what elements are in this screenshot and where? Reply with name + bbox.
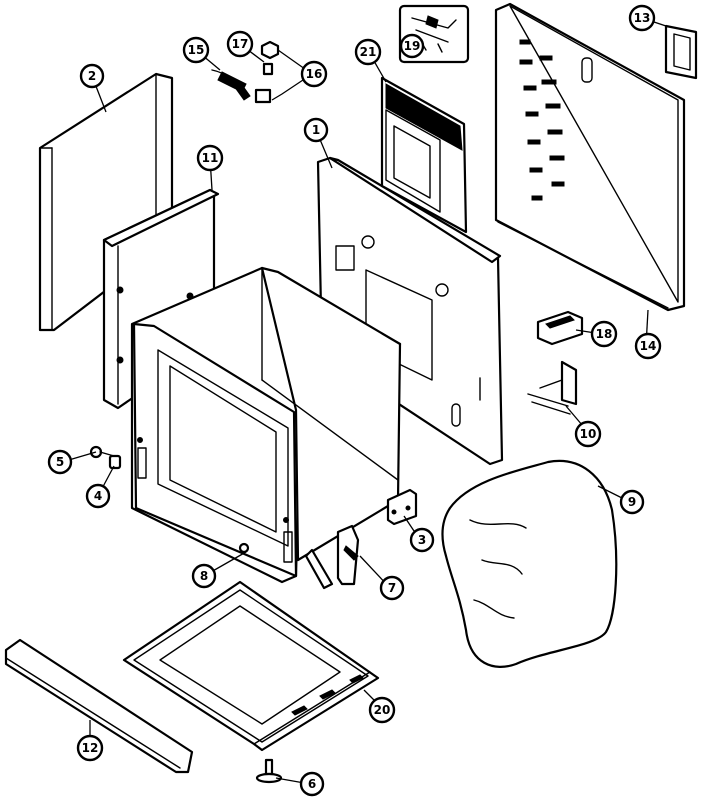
svg-text:14: 14 — [640, 339, 657, 353]
part-7-hinge[interactable] — [304, 524, 360, 590]
callout-18: 18 — [590, 320, 618, 348]
callout-16: 16 — [300, 60, 328, 88]
svg-text:4: 4 — [94, 489, 102, 503]
callout-10: 10 — [574, 420, 602, 448]
svg-text:12: 12 — [82, 741, 99, 755]
part-3-bracket[interactable] — [386, 488, 418, 526]
callout-12: 12 — [76, 734, 104, 762]
svg-text:18: 18 — [596, 327, 613, 341]
part-14-rear-panel[interactable] — [494, 2, 686, 312]
svg-text:9: 9 — [628, 495, 636, 509]
svg-text:2: 2 — [88, 69, 96, 83]
part-17-nut[interactable] — [260, 40, 280, 76]
svg-text:16: 16 — [306, 67, 323, 81]
callout-9: 9 — [619, 489, 645, 515]
callout-4: 4 — [85, 483, 111, 509]
callout-19: 19 — [399, 33, 425, 59]
part-12-trim-strip[interactable] — [4, 638, 194, 774]
callout-7: 7 — [379, 575, 405, 601]
svg-text:15: 15 — [188, 43, 205, 57]
svg-text:6: 6 — [308, 777, 316, 791]
part-1-front-panel[interactable] — [316, 156, 504, 466]
oven-cavity[interactable] — [130, 266, 402, 584]
part-8-screw[interactable] — [238, 542, 250, 554]
callout-21: 21 — [354, 38, 382, 66]
svg-text:20: 20 — [374, 703, 391, 717]
part-18-bracket[interactable] — [536, 310, 584, 346]
svg-text:1: 1 — [312, 123, 320, 137]
svg-text:10: 10 — [580, 427, 597, 441]
callout-17: 17 — [226, 30, 254, 58]
part-21-vent-frame[interactable] — [380, 76, 468, 234]
callout-8: 8 — [191, 563, 217, 589]
callout-1: 1 — [303, 117, 329, 143]
callout-13: 13 — [628, 4, 656, 32]
svg-text:21: 21 — [360, 45, 377, 59]
svg-text:17: 17 — [232, 37, 249, 51]
callout-11: 11 — [196, 144, 224, 172]
part-13-bracket[interactable] — [664, 24, 698, 80]
part-9-insulation[interactable] — [441, 459, 618, 668]
callout-2: 2 — [79, 63, 105, 89]
callout-20: 20 — [368, 696, 396, 724]
callout-14: 14 — [634, 332, 662, 360]
callout-5: 5 — [47, 449, 73, 475]
svg-text:11: 11 — [202, 151, 219, 165]
svg-text:7: 7 — [388, 581, 396, 595]
callout-3: 3 — [409, 527, 435, 553]
svg-text:5: 5 — [56, 455, 64, 469]
callout-6: 6 — [299, 771, 325, 797]
svg-text:8: 8 — [200, 569, 208, 583]
part-10-hinge-bracket[interactable] — [527, 360, 578, 415]
svg-text:3: 3 — [418, 533, 426, 547]
part-20-frame[interactable] — [122, 580, 380, 752]
part-16-connector[interactable] — [254, 88, 272, 104]
part-6-leveling-leg[interactable] — [255, 758, 283, 784]
svg-text:19: 19 — [404, 39, 421, 53]
part-15-harness[interactable] — [211, 69, 251, 101]
part-4-clip[interactable] — [108, 454, 122, 470]
svg-text:13: 13 — [634, 11, 651, 25]
callout-15: 15 — [182, 36, 210, 64]
